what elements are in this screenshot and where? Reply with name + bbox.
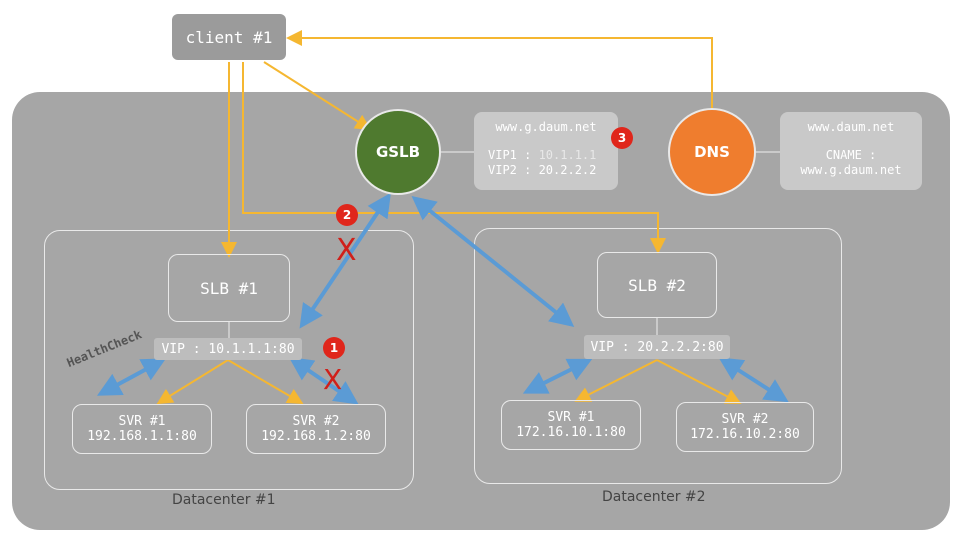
gslb-record-vip1-value: 10.1.1.1	[538, 148, 597, 162]
dc2-svr2-name: SVR #2	[721, 412, 769, 427]
slb-2-node[interactable]: SLB #2	[597, 252, 717, 318]
datacenter-2-label: Datacenter #2	[602, 489, 706, 505]
slb-2-label: SLB #2	[628, 275, 686, 295]
client-node[interactable]: client #1	[172, 14, 286, 60]
dns-record-box: www.daum.net CNAME : www.g.daum.net	[780, 112, 922, 190]
dns-record-cname-value: www.g.daum.net	[800, 163, 902, 177]
dc2-svr1-addr: 172.16.10.1:80	[516, 425, 626, 440]
slb-1-label: SLB #1	[200, 278, 258, 298]
failure-x-svr2-health: X	[323, 363, 343, 396]
dc1-svr1-name: SVR #1	[118, 414, 166, 429]
dns-record-cname-label: CNAME :	[825, 148, 877, 162]
gslb-label: GSLB	[375, 143, 421, 161]
client-label: client #1	[185, 27, 273, 47]
step-badge-3: 3	[611, 127, 633, 149]
vip-2-label: VIP : 20.2.2.2:80	[584, 335, 730, 359]
dc2-svr2-addr: 172.16.10.2:80	[690, 427, 800, 442]
dc1-svr2-addr: 192.168.1.2:80	[261, 429, 371, 444]
gslb-record-box: www.g.daum.net VIP1 : 10.1.1.1 VIP2 : 20…	[474, 112, 618, 190]
step-badge-2: 2	[336, 204, 358, 226]
dc1-svr2-node[interactable]: SVR #2 192.168.1.2:80	[246, 404, 386, 454]
gslb-record-host: www.g.daum.net	[495, 120, 597, 134]
datacenter-1-label: Datacenter #1	[172, 492, 276, 508]
dns-record-host: www.daum.net	[807, 120, 895, 134]
dns-label: DNS	[694, 143, 730, 161]
blue-health-arrows	[96, 192, 789, 405]
dc2-svr1-name: SVR #1	[547, 410, 595, 425]
gray-connectors	[228, 151, 780, 338]
gslb-node[interactable]: GSLB	[355, 109, 441, 195]
gslb-record-vip1: VIP1 : 10.1.1.1	[488, 148, 597, 162]
gslb-record-vip2: VIP2 : 20.2.2.2	[488, 163, 597, 177]
dc2-svr2-node[interactable]: SVR #2 172.16.10.2:80	[676, 402, 814, 452]
vip-1-label: VIP : 10.1.1.1:80	[154, 338, 302, 360]
dc1-svr1-node[interactable]: SVR #1 192.168.1.1:80	[72, 404, 212, 454]
step-badge-1: 1	[323, 337, 345, 359]
dc1-svr1-addr: 192.168.1.1:80	[87, 429, 197, 444]
dns-node[interactable]: DNS	[668, 108, 756, 196]
slb-1-node[interactable]: SLB #1	[168, 254, 290, 322]
dc1-svr2-name: SVR #2	[292, 414, 340, 429]
failure-x-gslb-link: X	[336, 233, 357, 268]
dc2-svr1-node[interactable]: SVR #1 172.16.10.1:80	[501, 400, 641, 450]
